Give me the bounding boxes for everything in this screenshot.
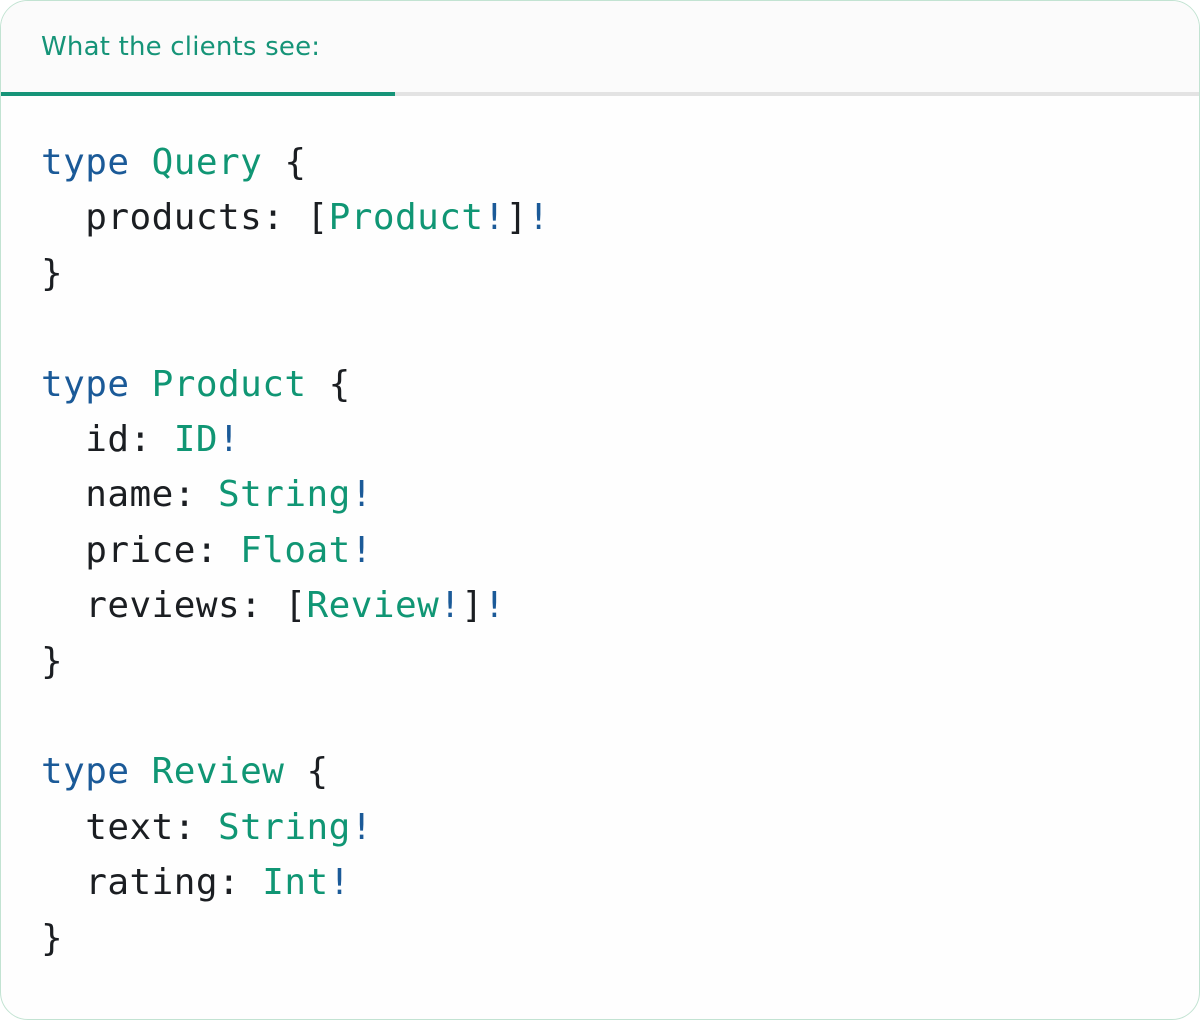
- code-token-plain: [130, 364, 152, 405]
- code-token-type_name: Review: [306, 585, 440, 627]
- code-token-plain: {: [262, 142, 307, 183]
- code-token-bang: !: [350, 529, 373, 571]
- code-token-plain: products: [: [41, 197, 329, 239]
- code-token-keyword: type: [41, 142, 130, 183]
- code-token-plain: {: [284, 751, 329, 793]
- code-token-type_name: Float: [240, 529, 351, 571]
- code-token-plain: id:: [41, 419, 174, 461]
- code-token-bang: !: [527, 197, 550, 239]
- code-token-plain: ]: [505, 197, 528, 239]
- code-token-plain: rating:: [41, 862, 263, 904]
- code-token-plain: name:: [41, 474, 218, 516]
- code-token-keyword: type: [41, 363, 130, 405]
- code-token-type_name: String: [218, 806, 351, 848]
- code-token-bang: !: [350, 806, 373, 848]
- code-token-type_name: Product: [151, 363, 307, 405]
- code-token-plain: text:: [41, 806, 218, 848]
- tab-label: What the clients see:: [41, 31, 321, 62]
- code-token-bang: !: [328, 862, 351, 904]
- code-token-plain: }: [41, 917, 64, 959]
- code-token-bang: !: [483, 585, 506, 627]
- code-token-bang: !: [350, 474, 373, 516]
- code-token-keyword: type: [41, 751, 130, 793]
- code-token-plain: [130, 142, 152, 183]
- tab-what-clients-see[interactable]: What the clients see:: [1, 1, 395, 96]
- code-token-type_name: Review: [151, 751, 285, 793]
- code-token-type_name: String: [218, 474, 351, 516]
- code-token-bang: !: [483, 197, 506, 239]
- code-token-plain: price:: [41, 529, 241, 571]
- schema-code-block: type Query { products: [Product!]! } typ…: [41, 135, 1159, 966]
- code-token-type_name: ID: [173, 419, 218, 461]
- code-token-type_name: Int: [262, 862, 329, 904]
- code-token-plain: }: [41, 252, 64, 294]
- code-token-bang: !: [439, 585, 462, 627]
- code-token-type_name: Product: [328, 197, 484, 239]
- code-token-plain: [130, 751, 152, 792]
- tab-bar: What the clients see:: [1, 1, 1199, 96]
- code-token-plain: }: [41, 640, 64, 682]
- code-token-type_name: Query: [151, 142, 263, 183]
- code-token-plain: reviews: [: [41, 585, 307, 627]
- code-token-plain: ]: [461, 585, 484, 627]
- code-token-bang: !: [218, 419, 241, 461]
- code-token-plain: {: [306, 363, 351, 405]
